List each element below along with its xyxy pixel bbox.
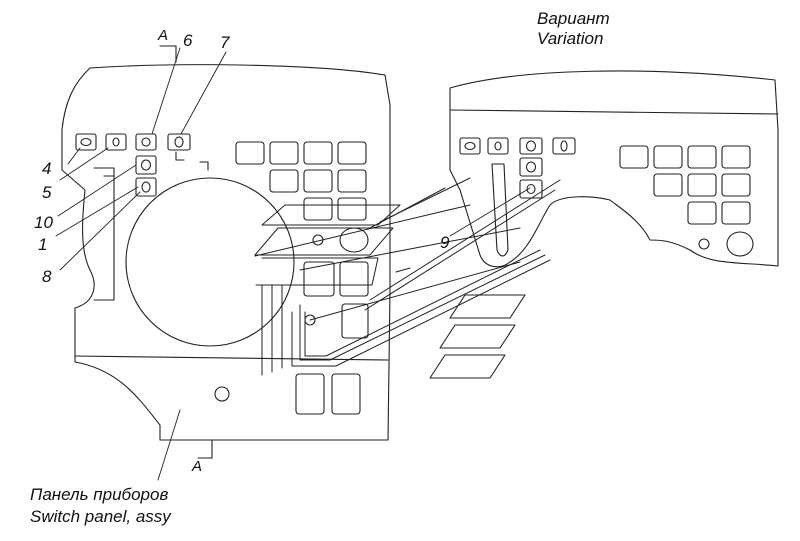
- mounting-hole: [214, 386, 230, 402]
- indicator-grid-main: [235, 141, 369, 415]
- variant-panel-outline: [449, 70, 779, 268]
- caption-en: Switch panel, assy: [30, 507, 171, 526]
- corner-mark-right: [199, 161, 209, 171]
- section-lines: [159, 45, 213, 459]
- section-mark-bottom: A: [192, 458, 203, 475]
- variant-title-en: Variation: [537, 29, 604, 48]
- main-panel-outline: [61, 64, 391, 441]
- gauge-opening: [125, 177, 295, 347]
- detached-plates: [429, 294, 526, 379]
- caption-ru: Панель приборов: [30, 485, 169, 504]
- switch-row-variant: [459, 137, 576, 199]
- callout-7: 7: [220, 33, 230, 52]
- callout-5: 5: [42, 183, 52, 202]
- indicator-grid-variant: [619, 145, 754, 257]
- variant-title-ru: Вариант: [537, 9, 610, 28]
- variant-recess: [491, 163, 509, 257]
- switch-row-main: [75, 133, 191, 197]
- section-mark-top: A: [158, 27, 169, 44]
- callout-1: 1: [38, 235, 48, 254]
- callout-10: 10: [34, 213, 53, 232]
- callout-8: 8: [42, 267, 52, 286]
- callout-6: 6: [183, 31, 193, 50]
- callout-4: 4: [42, 159, 52, 178]
- callout-9: 9: [440, 233, 450, 252]
- exploded-strips: [254, 177, 561, 376]
- leader-lines: [55, 47, 531, 481]
- corner-mark-left: [175, 151, 185, 161]
